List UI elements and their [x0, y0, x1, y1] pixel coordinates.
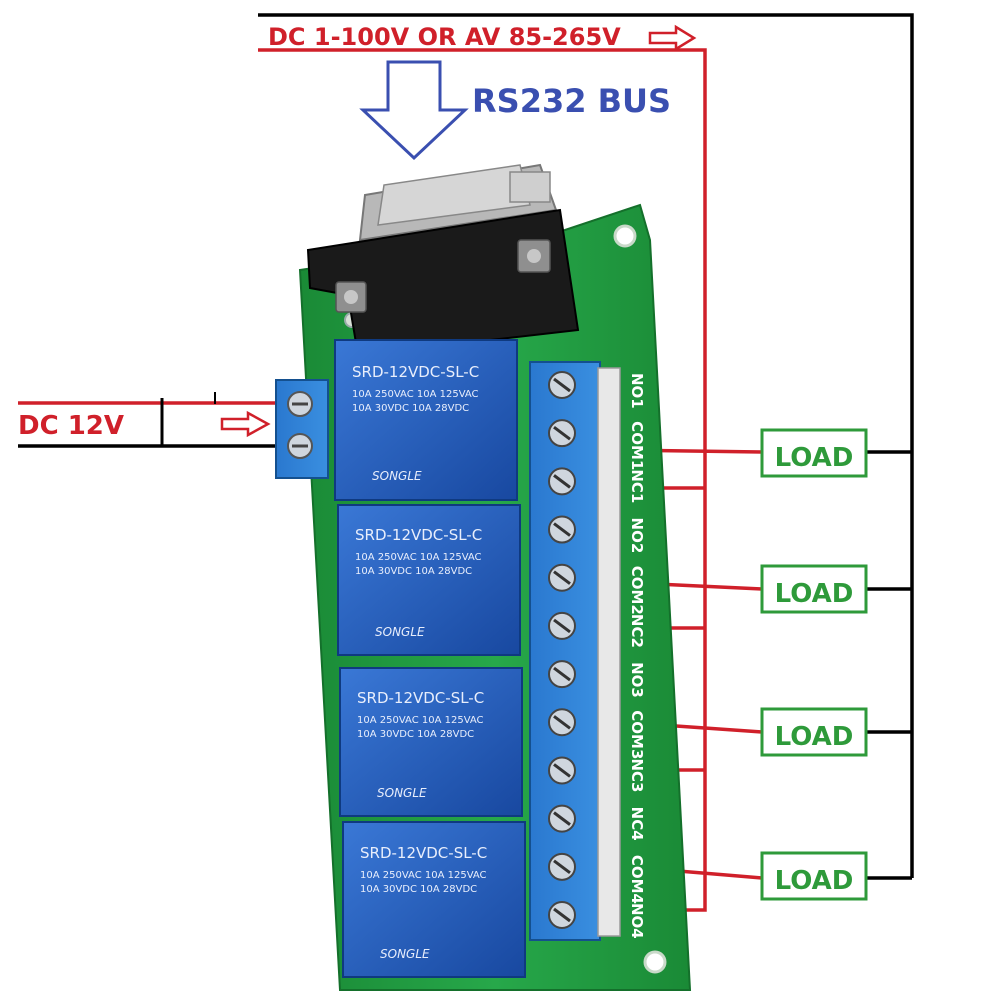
power-terminal-block	[275, 379, 329, 479]
terminal-label: COM3	[628, 710, 646, 759]
terminal-screw-slot	[553, 618, 571, 634]
terminal-screw-slot	[553, 570, 571, 585]
relay-brand: SONGLE	[380, 947, 430, 961]
terminal-label: COM2	[628, 566, 646, 615]
load-label: LOAD	[775, 722, 854, 752]
relay-rating-1: 10A 250VAC 10A 125VAC	[357, 715, 484, 726]
relay-rating-1: 10A 250VAC 10A 125VAC	[352, 389, 479, 400]
relay-brand: SONGLE	[377, 786, 427, 800]
relay-model: SRD-12VDC-SL-C	[352, 363, 479, 381]
terminal-screw-slot	[553, 715, 571, 730]
terminal-label: NC2	[628, 614, 646, 648]
terminal-screw-slot	[553, 377, 571, 393]
relay-rating-2: 10A 30VDC 10A 28VDC	[352, 403, 469, 414]
load-4: LOAD	[760, 851, 868, 901]
dc-input-arrow-icon	[220, 410, 271, 438]
load-2: LOAD	[760, 564, 868, 614]
relay-model: SRD-12VDC-SL-C	[357, 689, 484, 707]
terminal-label: NO1	[628, 373, 646, 409]
relay-model: SRD-12VDC-SL-C	[360, 844, 487, 862]
terminal-label: COM4	[628, 855, 646, 904]
bus-down-arrow-icon	[359, 60, 469, 161]
power-arrow-icon	[648, 24, 697, 52]
output-terminal-strip	[529, 361, 621, 941]
terminal-label: NC3	[628, 758, 646, 792]
relay-rating-2: 10A 30VDC 10A 28VDC	[355, 566, 472, 577]
terminal-screw-slot	[553, 425, 571, 441]
terminal-screw-slot	[553, 763, 571, 778]
relay-rating-1: 10A 250VAC 10A 125VAC	[355, 552, 482, 563]
mount-hole	[613, 224, 637, 248]
terminal-label: NO3	[628, 662, 646, 698]
db9-connector	[306, 163, 580, 357]
terminal-screw-slot	[553, 522, 571, 537]
relay-rating-1: 10A 250VAC 10A 125VAC	[360, 870, 487, 881]
terminal-screw-slot	[553, 666, 571, 682]
mount-hole	[643, 950, 667, 974]
terminal-label: NO2	[628, 518, 646, 554]
terminal-screw-slot	[553, 811, 571, 826]
bus-label: RS232 BUS	[472, 82, 671, 120]
load-1: LOAD	[760, 428, 868, 478]
terminal-label: NO4	[628, 903, 646, 939]
relay-rating-2: 10A 30VDC 10A 28VDC	[357, 729, 474, 740]
terminal-label: NC1	[628, 469, 646, 503]
return-wiring	[18, 13, 914, 880]
relay-1: SRD-12VDC-SL-C 10A 250VAC 10A 125VAC 10A…	[334, 339, 518, 501]
relay-2: SRD-12VDC-SL-C 10A 250VAC 10A 125VAC 10A…	[337, 504, 521, 656]
terminal-label: COM1	[628, 421, 646, 470]
terminal-screw-slot	[553, 474, 571, 489]
terminal-screw-slot	[553, 859, 571, 875]
relay-rating-2: 10A 30VDC 10A 28VDC	[360, 884, 477, 895]
power-supply-label: DC 1-100V OR AV 85-265V	[268, 23, 621, 51]
relay-brand: SONGLE	[372, 469, 422, 483]
relay-3: SRD-12VDC-SL-C 10A 250VAC 10A 125VAC 10A…	[339, 667, 523, 817]
load-label: LOAD	[775, 579, 854, 609]
dc-input-label: DC 12V	[18, 411, 124, 441]
relay-4: SRD-12VDC-SL-C 10A 250VAC 10A 125VAC 10A…	[342, 821, 526, 978]
relay-brand: SONGLE	[375, 625, 425, 639]
load-label: LOAD	[775, 866, 854, 896]
terminal-label: NC4	[628, 807, 646, 841]
terminal-screw-slot	[553, 907, 571, 923]
load-label: LOAD	[775, 443, 854, 473]
relay-model: SRD-12VDC-SL-C	[355, 526, 482, 544]
load-3: LOAD	[760, 707, 868, 757]
